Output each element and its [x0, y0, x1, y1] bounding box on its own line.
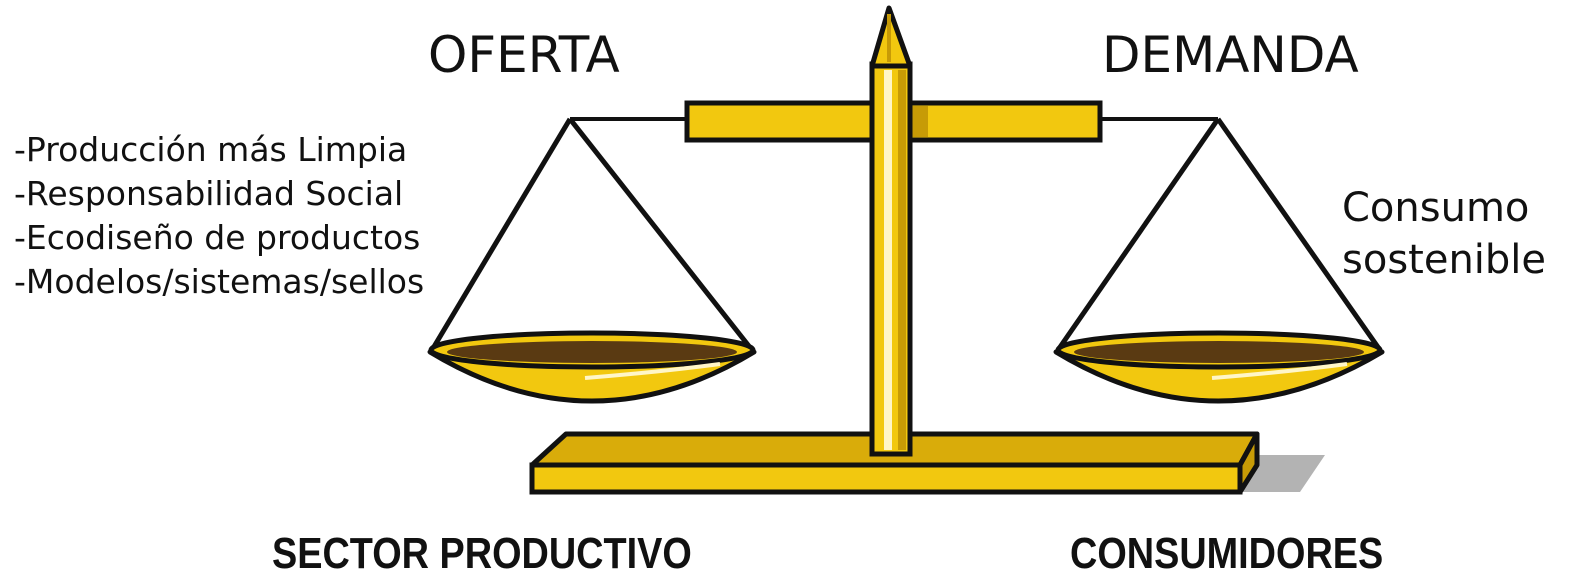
list-item: -Ecodiseño de productos — [14, 218, 421, 257]
base-front — [529, 462, 1243, 495]
right-heading: DEMANDA — [1102, 26, 1359, 84]
right-note-line1: Consumo — [1342, 185, 1530, 231]
list-item: -Modelos/sistemas/sellos — [14, 262, 425, 301]
bottom-left-label: SECTOR PRODUCTIVO — [272, 529, 692, 578]
left-string-b — [568, 117, 754, 352]
bottom-right-label: CONSUMIDORES — [1070, 529, 1384, 578]
base-shadow — [1240, 455, 1325, 492]
right-note-line2: sostenible — [1342, 237, 1547, 283]
crossbar-shade — [912, 106, 928, 137]
left-item-list: -Producción más Limpia -Responsabilidad … — [14, 128, 424, 304]
left-string-a — [429, 117, 573, 352]
right-pan-inner — [1074, 341, 1364, 363]
base-side — [1237, 431, 1260, 495]
list-item: -Producción más Limpia — [14, 130, 408, 169]
right-string-a — [1055, 117, 1221, 352]
list-item: -Responsabilidad Social — [14, 174, 404, 213]
pillar-shade — [898, 70, 906, 450]
right-string-b — [1215, 117, 1383, 352]
pillar-shine — [884, 70, 892, 450]
left-pan-inner — [447, 341, 737, 363]
left-heading: OFERTA — [428, 26, 620, 84]
right-pan-highlight — [1211, 362, 1348, 380]
left-pan-highlight — [584, 362, 721, 380]
